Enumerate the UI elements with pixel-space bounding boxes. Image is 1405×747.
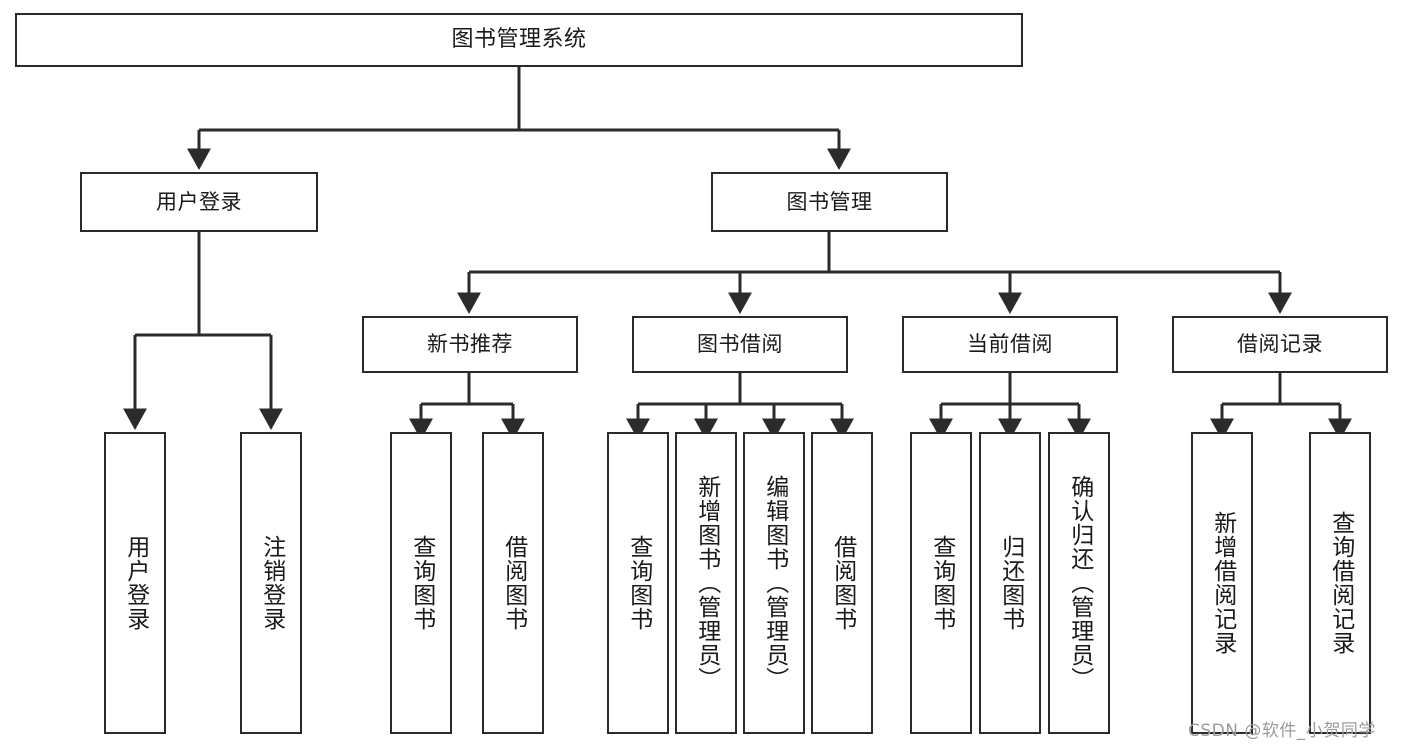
leaf-logout-label: 注销登录 <box>258 535 285 631</box>
leaf-edit-book-admin[interactable]: 编辑图书（管理员） <box>743 432 805 734</box>
leaf-return-book-label: 归还图书 <box>997 535 1024 631</box>
node-current-borrow-label: 当前借阅 <box>967 332 1053 357</box>
node-book-management-label: 图书管理 <box>786 189 873 214</box>
node-current-borrow[interactable]: 当前借阅 <box>902 316 1118 373</box>
leaf-query-book-newbook[interactable]: 查询图书 <box>390 432 452 734</box>
node-root[interactable]: 图书管理系统 <box>15 13 1023 67</box>
leaf-borrow-book[interactable]: 借阅图书 <box>811 432 873 734</box>
leaf-add-borrow-record-label: 新增借阅记录 <box>1209 511 1236 655</box>
leaf-query-book-current[interactable]: 查询图书 <box>910 432 972 734</box>
node-book-borrow[interactable]: 图书借阅 <box>632 316 848 373</box>
leaf-add-book-admin-label: 新增图书（管理员） <box>693 475 720 691</box>
leaf-add-book-admin[interactable]: 新增图书（管理员） <box>675 432 737 734</box>
leaf-query-borrow-record[interactable]: 查询借阅记录 <box>1309 432 1371 734</box>
leaf-user-login-label: 用户登录 <box>122 535 149 631</box>
node-root-label: 图书管理系统 <box>451 27 587 53</box>
node-borrow-record[interactable]: 借阅记录 <box>1172 316 1388 373</box>
leaf-logout[interactable]: 注销登录 <box>240 432 302 734</box>
leaf-query-book-newbook-label: 查询图书 <box>408 535 435 631</box>
leaf-confirm-return-admin-label: 确认归还（管理员） <box>1066 475 1093 691</box>
leaf-confirm-return-admin[interactable]: 确认归还（管理员） <box>1048 432 1110 734</box>
leaf-query-book-current-label: 查询图书 <box>928 535 955 631</box>
leaf-borrow-book-newbook-label: 借阅图书 <box>500 535 527 631</box>
node-book-borrow-label: 图书借阅 <box>697 332 783 357</box>
node-user-login[interactable]: 用户登录 <box>80 172 318 232</box>
node-new-book-recommend[interactable]: 新书推荐 <box>362 316 578 373</box>
leaf-return-book[interactable]: 归还图书 <box>979 432 1041 734</box>
node-new-book-recommend-label: 新书推荐 <box>427 332 513 357</box>
node-borrow-record-label: 借阅记录 <box>1237 332 1323 357</box>
leaf-user-login[interactable]: 用户登录 <box>104 432 166 734</box>
leaf-borrow-book-label: 借阅图书 <box>829 535 856 631</box>
leaf-query-book-borrow[interactable]: 查询图书 <box>607 432 669 734</box>
node-book-management[interactable]: 图书管理 <box>711 172 948 232</box>
leaf-query-book-borrow-label: 查询图书 <box>625 535 652 631</box>
leaf-borrow-book-newbook[interactable]: 借阅图书 <box>482 432 544 734</box>
leaf-edit-book-admin-label: 编辑图书（管理员） <box>761 475 788 691</box>
leaf-query-borrow-record-label: 查询借阅记录 <box>1327 511 1354 655</box>
node-user-login-label: 用户登录 <box>156 189 242 214</box>
leaf-add-borrow-record[interactable]: 新增借阅记录 <box>1191 432 1253 734</box>
